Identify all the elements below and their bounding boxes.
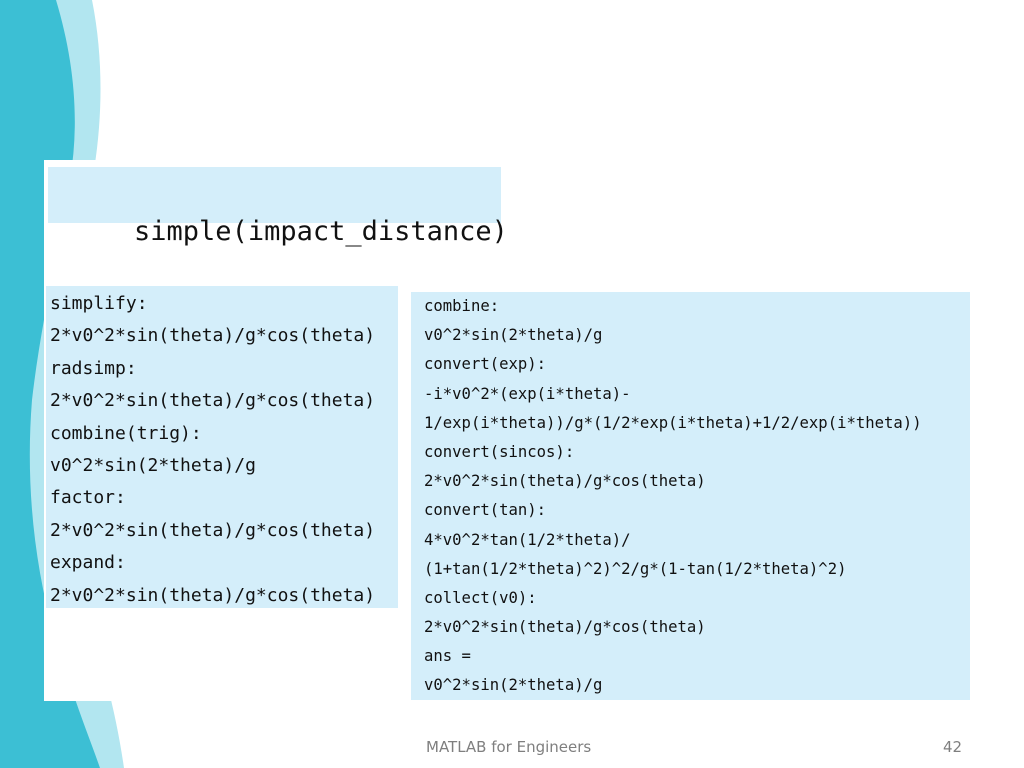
- output-line: convert(sincos):: [424, 442, 575, 461]
- output-line: simplify:: [50, 293, 148, 314]
- footer-title: MATLAB for Engineers: [426, 738, 592, 756]
- left-output-box: simplify: 2*v0^2*sin(theta)/g*cos(theta)…: [46, 286, 398, 608]
- right-output-box: combine: v0^2*sin(2*theta)/g convert(exp…: [411, 292, 970, 700]
- output-line: ans =: [424, 647, 471, 666]
- output-line: 2*v0^2*sin(theta)/g*cos(theta): [50, 584, 376, 606]
- output-line: 2*v0^2*sin(theta)/g*cos(theta): [50, 325, 376, 347]
- command-text: simple(impact_distance): [134, 216, 508, 247]
- output-line: radsimp:: [50, 357, 137, 379]
- output-line: -i*v0^2*(exp(i*theta)-: [424, 384, 631, 403]
- output-line: v0^2*sin(2*theta)/g: [424, 326, 603, 345]
- output-line: v0^2*sin(2*theta)/g: [424, 676, 603, 695]
- output-line: (1+tan(1/2*theta)^2)^2/g*(1-tan(1/2*thet…: [424, 559, 847, 578]
- output-line: combine(trig):: [50, 422, 202, 444]
- output-line: combine:: [424, 297, 500, 315]
- output-line: 2*v0^2*sin(theta)/g*cos(theta): [424, 472, 706, 491]
- page-number: 42: [943, 738, 963, 756]
- output-line: 4*v0^2*tan(1/2*theta)/: [424, 530, 631, 549]
- output-line: 2*v0^2*sin(theta)/g*cos(theta): [424, 618, 706, 637]
- command-box: simple(impact_distance): [48, 167, 508, 247]
- output-line: 2*v0^2*sin(theta)/g*cos(theta): [50, 390, 376, 412]
- output-line: v0^2*sin(2*theta)/g: [50, 454, 256, 476]
- output-line: factor:: [50, 487, 126, 509]
- dark-wave-shape: [0, 0, 100, 768]
- output-line: collect(v0):: [424, 588, 537, 607]
- output-line: convert(tan):: [424, 501, 547, 520]
- output-line: 2*v0^2*sin(theta)/g*cos(theta): [50, 519, 376, 541]
- output-line: expand:: [50, 552, 126, 574]
- output-line: convert(exp):: [424, 355, 547, 374]
- output-line: 1/exp(i*theta))/g*(1/2*exp(i*theta)+1/2/…: [424, 413, 922, 432]
